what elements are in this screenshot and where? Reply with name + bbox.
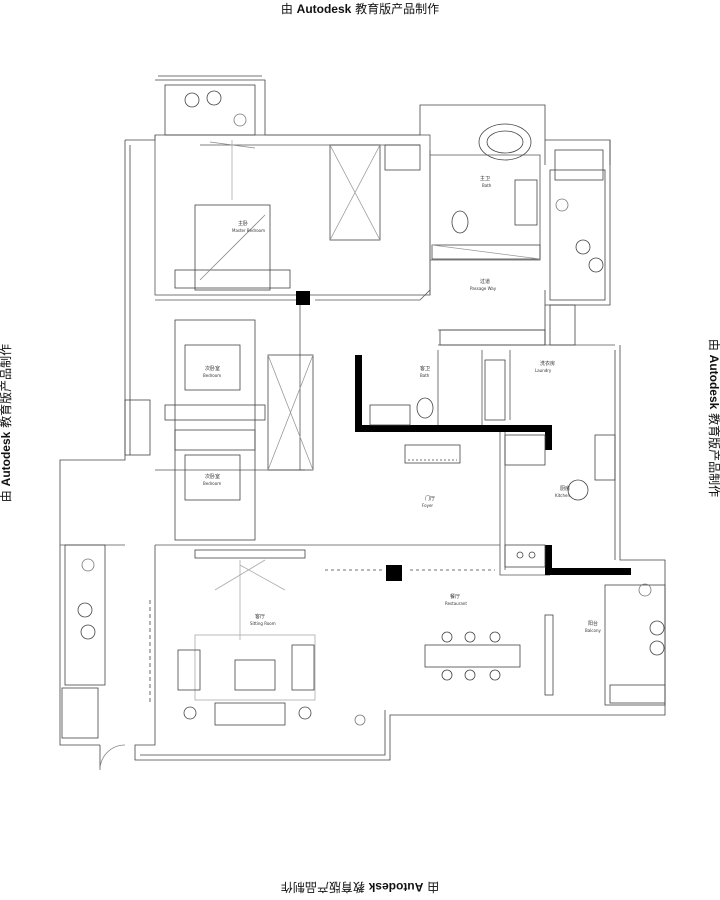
label-master-bedroom-zh: 主卧 (238, 220, 248, 227)
master-bedroom-furniture (174, 140, 421, 291)
bath2-laundry-fixtures (369, 329, 546, 426)
label-master-bath-zh: 主卫 (480, 175, 490, 182)
label-kitchen-en: Kitchen (555, 493, 570, 498)
label-laundry-zh: 洗衣房 (540, 360, 555, 367)
living-room-furniture (149, 549, 366, 726)
entrance-door (99, 744, 126, 771)
watermark-suffix: 教育版产品制作 (355, 2, 440, 16)
balcony-right (549, 149, 606, 346)
balcony-left (61, 544, 106, 739)
label-bath2-en: Bath (420, 373, 430, 378)
label-kitchen-zh: 厨房 (560, 485, 570, 492)
master-bath-fixtures (431, 123, 541, 260)
label-master-bath-en: Bath (482, 183, 492, 188)
label-dining-zh: 餐厅 (450, 593, 460, 600)
interior-walls (60, 134, 615, 576)
room-labels: 主卧 Master Bedroom 主卫 Bath 过道 Passage Way… (203, 175, 601, 633)
label-bath2-zh: 客卫 (420, 365, 430, 372)
label-balcony-zh: 阳台 (588, 620, 598, 627)
bedroom-furniture (124, 319, 314, 541)
label-living-zh: 客厅 (255, 613, 265, 620)
kitchen-fixtures (504, 434, 616, 568)
label-foyer-en: Foyer (422, 503, 433, 508)
label-balcony-en: Balcony (585, 628, 601, 633)
label-hall-en: Passage Way (470, 286, 497, 291)
watermark-prefix: 由 (280, 2, 293, 16)
label-bedroom1-en: Bedroom (203, 373, 221, 378)
label-foyer-zh: 门厅 (425, 495, 435, 502)
label-bedroom2-zh: 次卧室 (205, 473, 220, 480)
label-bedroom1-zh: 次卧室 (205, 365, 220, 372)
balcony-top (164, 84, 256, 136)
piano (404, 444, 461, 464)
label-dining-en: Restaurant (445, 601, 467, 606)
structural-walls (296, 291, 631, 581)
label-hall-zh: 过道 (480, 278, 490, 285)
label-laundry-en: Laundry (535, 368, 552, 373)
watermark-top: 由 Autodesk 教育版产品制作 (0, 0, 720, 17)
dining-furniture (325, 569, 554, 696)
balcony-front-right (604, 583, 666, 706)
label-living-en: Sitting Room (250, 621, 276, 626)
label-master-bedroom-en: Master Bedroom (232, 228, 265, 233)
watermark-brand: Autodesk (296, 2, 352, 16)
label-bedroom2-en: Bedroom (203, 481, 221, 486)
